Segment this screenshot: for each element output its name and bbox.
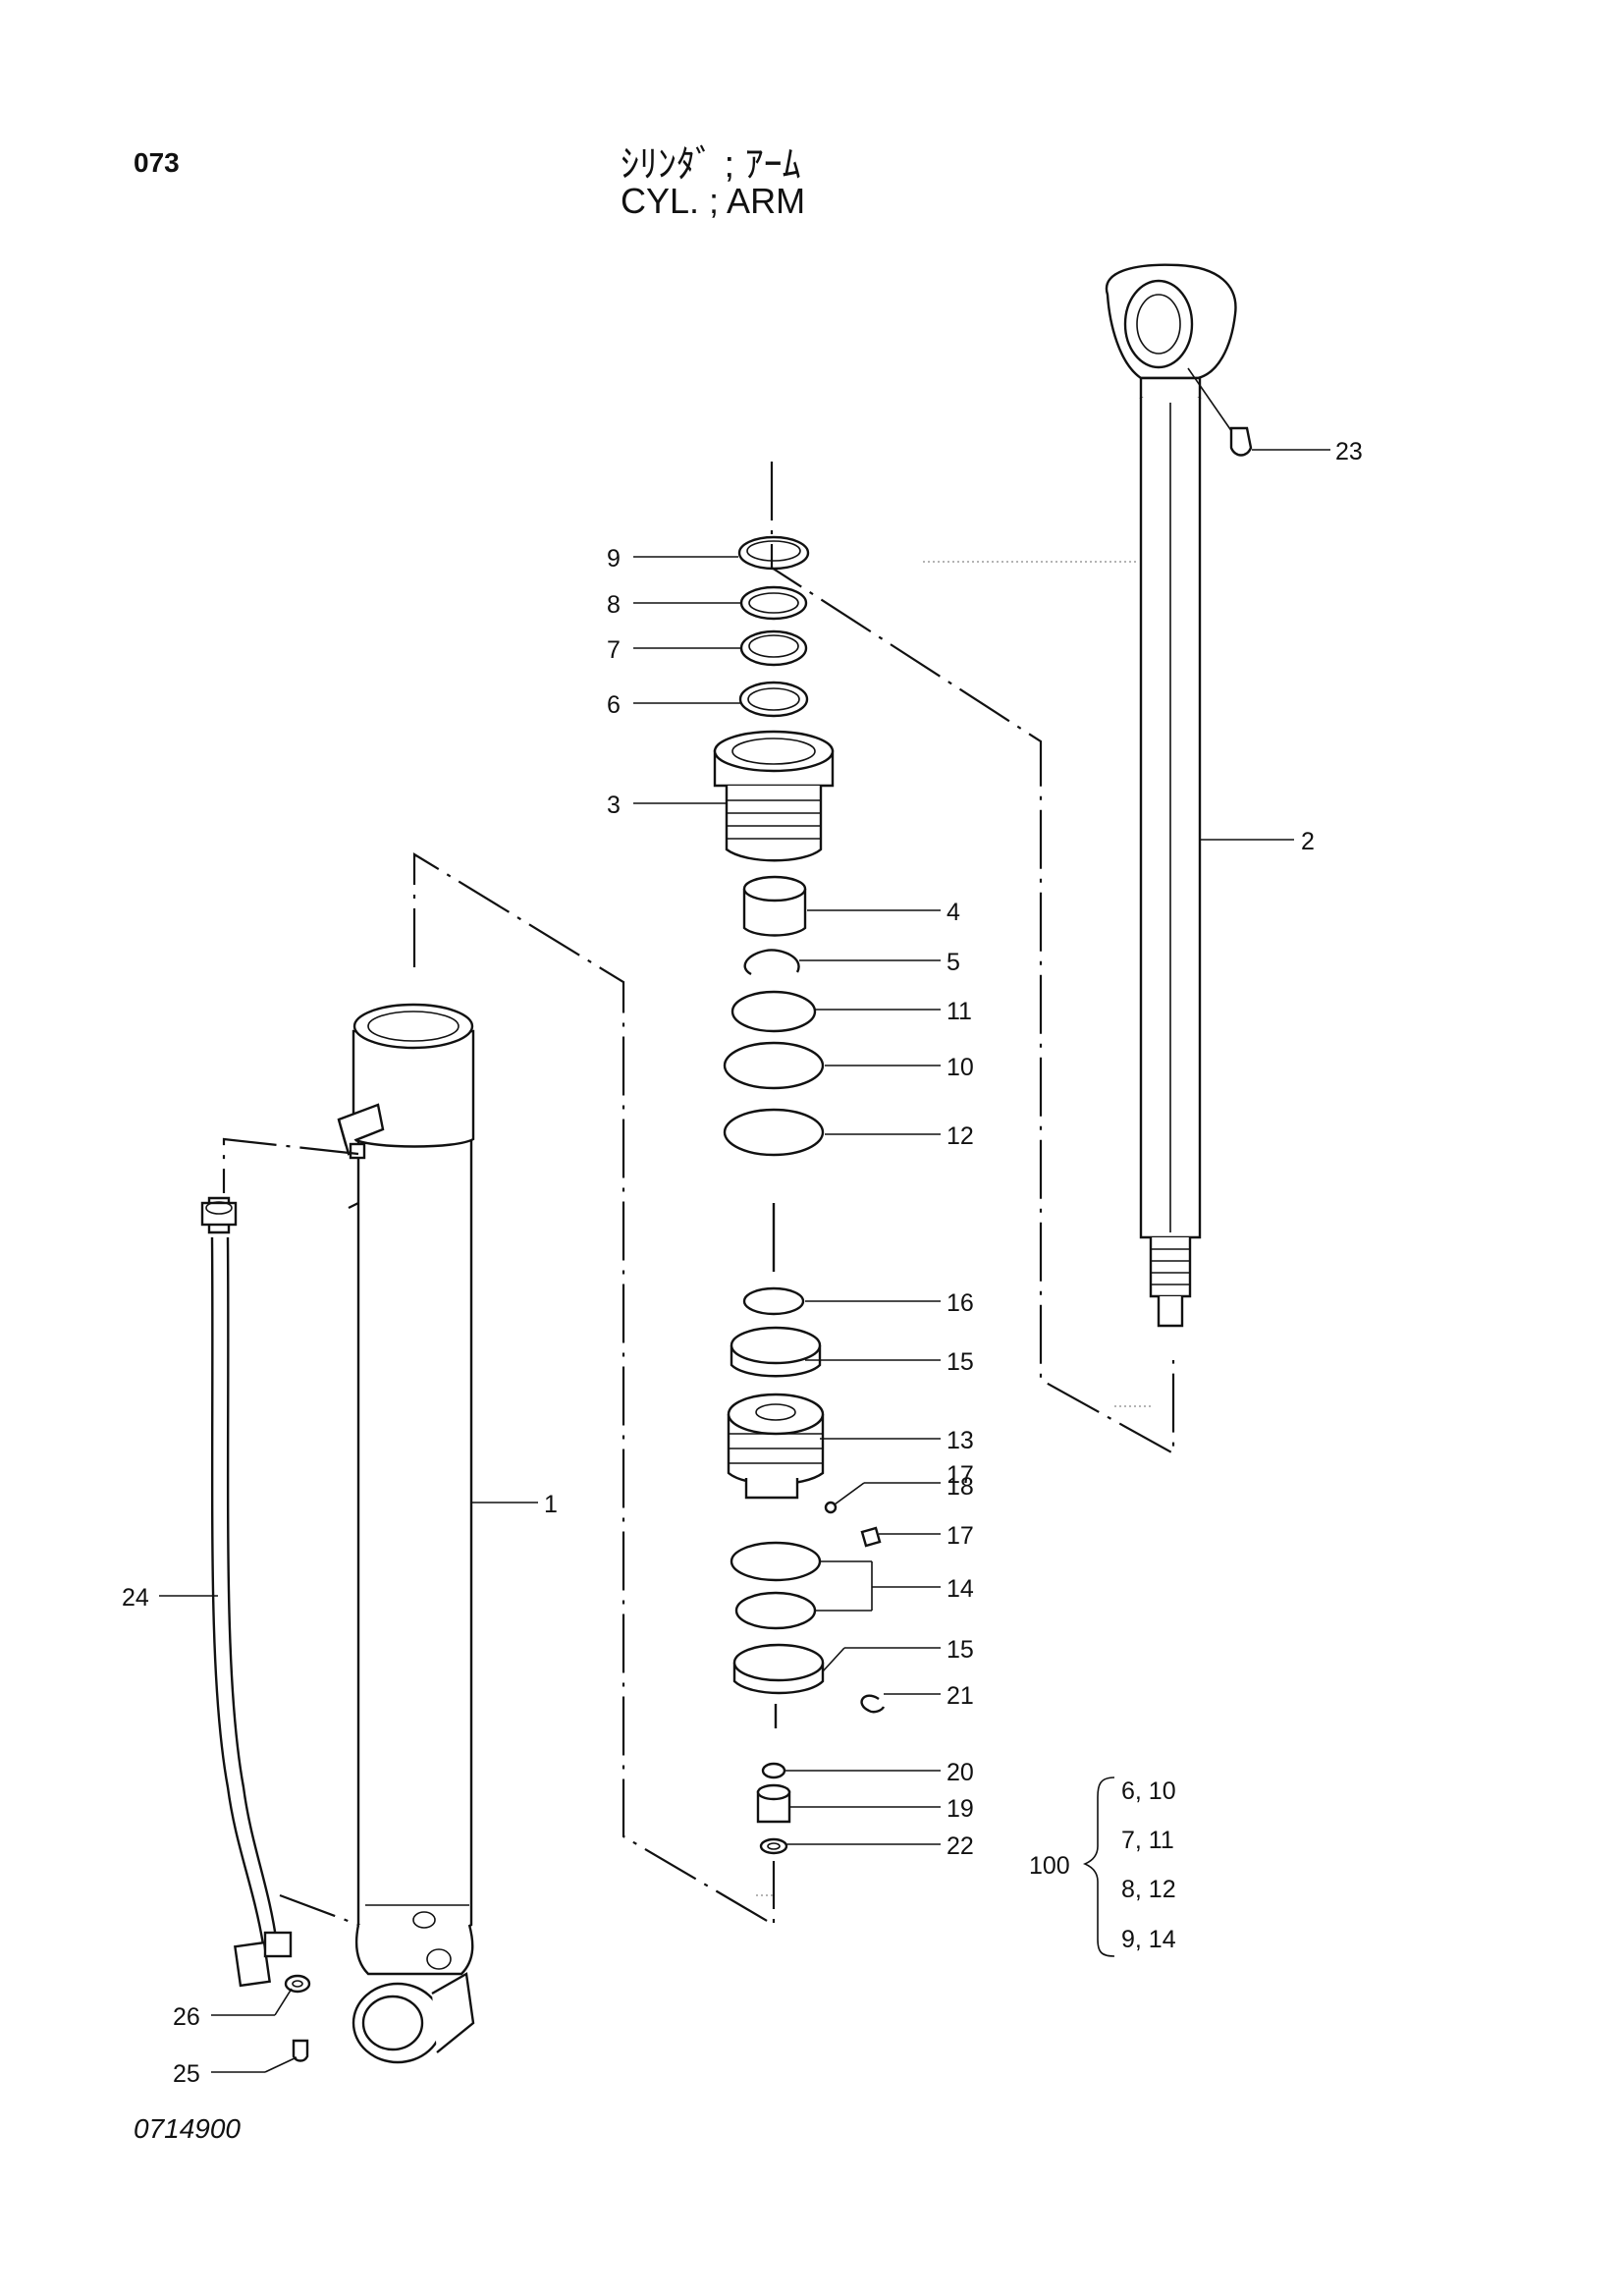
callout-2: 2 [1301, 828, 1315, 855]
callout-22: 22 [947, 1832, 974, 1860]
kit-item-2: 7, 11 [1121, 1827, 1174, 1854]
callout-5: 5 [947, 949, 960, 976]
callout-15-lower: 15 [947, 1636, 974, 1664]
callout-16: 16 [947, 1289, 974, 1317]
callout-6: 6 [607, 691, 621, 719]
callout-18: 18 [947, 1473, 974, 1501]
kit-100-group: 100 6, 10 7, 11 8, 12 9, 14 [1029, 1777, 1176, 1957]
callout-25: 25 [173, 2060, 200, 2088]
callout-24: 24 [122, 1584, 149, 1612]
kit-item-4: 9, 14 [1121, 1926, 1176, 1953]
callout-labels: 9 8 7 6 3 4 5 11 10 12 16 15 13 17 18 17… [122, 438, 1363, 2088]
callout-1: 1 [544, 1491, 558, 1518]
callout-23: 23 [1335, 438, 1363, 465]
callout-14: 14 [947, 1575, 974, 1603]
assembly-lines [222, 462, 1175, 1927]
callout-19: 19 [947, 1795, 974, 1823]
kit-item-1: 6, 10 [1121, 1777, 1176, 1805]
piston-rod [1105, 263, 1237, 1328]
callout-26: 26 [173, 2003, 200, 2031]
callout-9: 9 [607, 545, 621, 573]
kit-number: 100 [1029, 1852, 1070, 1880]
page-number: 073 [134, 147, 180, 178]
kit-item-3: 8, 12 [1121, 1876, 1176, 1903]
cylinder-tube [352, 1003, 475, 2064]
title-japanese: ｼﾘﾝﾀﾞ ; ｱｰﾑ [621, 144, 801, 186]
callout-13: 13 [947, 1427, 974, 1454]
callout-4: 4 [947, 899, 960, 926]
callout-7: 7 [607, 636, 621, 664]
callout-8: 8 [607, 591, 621, 619]
callout-21: 21 [947, 1682, 974, 1710]
exploded-parts-stack [713, 535, 886, 1855]
hose-assembly [200, 1196, 311, 2062]
callout-10: 10 [947, 1054, 974, 1081]
callout-17-upper: 17 [947, 1461, 974, 1489]
callout-12: 12 [947, 1122, 974, 1150]
callout-17-lower: 17 [947, 1522, 974, 1550]
title-english: CYL. ; ARM [621, 181, 806, 221]
callout-20: 20 [947, 1759, 974, 1786]
callout-11: 11 [947, 998, 972, 1025]
callout-15-upper: 15 [947, 1348, 974, 1376]
elbow-fitting [337, 1103, 385, 1160]
drawing-number: 0714900 [134, 2113, 242, 2144]
leader-lines [159, 449, 1330, 2073]
grease-nipple-23 [1187, 367, 1253, 457]
callout-3: 3 [607, 792, 621, 819]
